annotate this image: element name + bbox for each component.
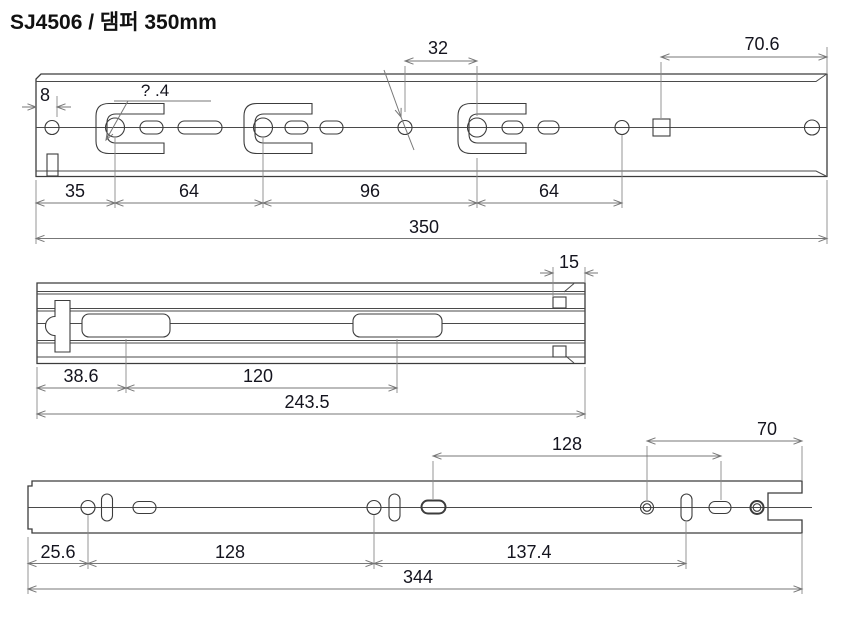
middle-rail-view: 15 38.6 120 243.5 bbox=[35, 252, 598, 419]
drawing-title: SJ4506 / 댐퍼 350mm bbox=[10, 11, 217, 34]
dim-128-bottom: 128 bbox=[215, 542, 245, 562]
slot-2 bbox=[352, 313, 443, 338]
keyhole-slot-2 bbox=[243, 102, 313, 155]
dim-total-350: 350 bbox=[409, 217, 439, 237]
keyhole-slot-1 bbox=[95, 102, 165, 155]
outer-rail-outline bbox=[35, 73, 828, 178]
keyhole-slot-3 bbox=[457, 102, 527, 155]
dim-35: 35 bbox=[65, 181, 85, 201]
dim-total-243-5: 243.5 bbox=[284, 392, 329, 412]
dim-96: 96 bbox=[360, 181, 380, 201]
damper-slot bbox=[420, 499, 447, 515]
dim-end-15: 15 bbox=[559, 252, 579, 272]
dim-pitch-32: 32 bbox=[428, 38, 448, 58]
outer-rail-view: 8 ? .4 32 70.6 35 bbox=[22, 34, 829, 244]
dim-hole-callout: ? .4 bbox=[141, 81, 169, 100]
slot-1 bbox=[81, 313, 171, 338]
square-hole-lower bbox=[552, 345, 567, 358]
square-hole bbox=[652, 118, 671, 137]
dim-137-4: 137.4 bbox=[506, 542, 551, 562]
square-hole-upper bbox=[552, 296, 567, 309]
dim-38-6: 38.6 bbox=[63, 366, 98, 386]
dim-end-70: 70 bbox=[757, 419, 777, 439]
inner-rail-view: 70 128 25.6 128 137.4 344 bbox=[26, 419, 812, 594]
left-notch bbox=[46, 153, 59, 177]
dim-pitch-128-top: 128 bbox=[552, 434, 582, 454]
dim-total-344: 344 bbox=[403, 567, 433, 587]
front-tab bbox=[44, 299, 71, 353]
dim-flange-8: 8 bbox=[40, 85, 50, 105]
dim-64-right: 64 bbox=[539, 181, 559, 201]
dim-120: 120 bbox=[243, 366, 273, 386]
dim-64-left: 64 bbox=[179, 181, 199, 201]
dim-end-70-6: 70.6 bbox=[744, 34, 779, 54]
dim-25-6: 25.6 bbox=[40, 542, 75, 562]
middle-rail-outline bbox=[36, 282, 586, 365]
